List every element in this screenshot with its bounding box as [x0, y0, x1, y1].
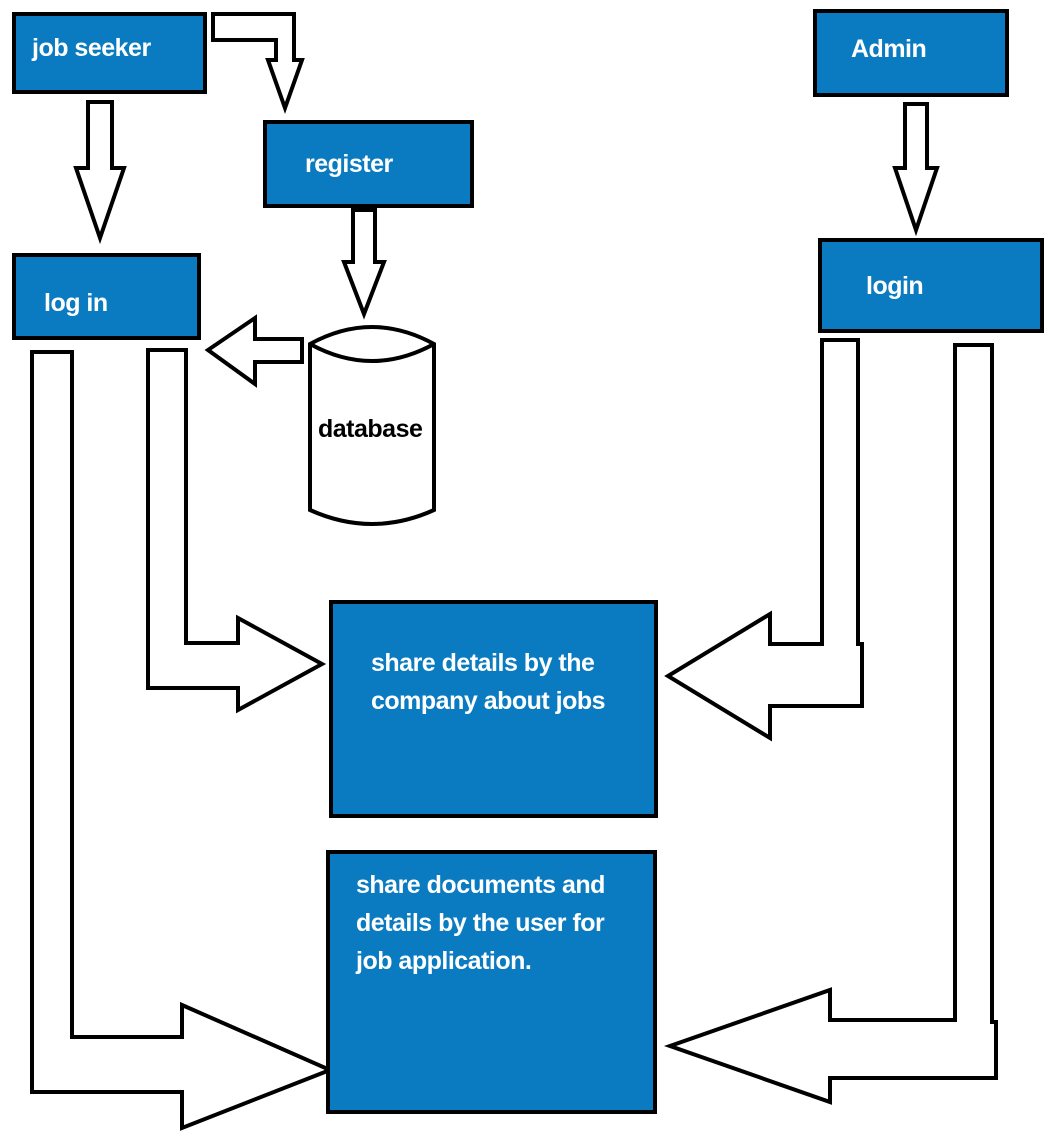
arrow-admin-to-login: [892, 102, 940, 237]
share-jobs-box: share details by the company about jobs: [329, 600, 658, 818]
arrow-jobseeker-to-register: [211, 12, 305, 114]
arrow-login-to-share-jobs: [146, 348, 327, 714]
arrow-admin-login-to-share-jobs: [664, 338, 864, 742]
register-box: register: [263, 120, 474, 208]
job-seeker-box: job seeker: [12, 12, 207, 94]
database-cylinder: [308, 325, 436, 526]
arrow-jobseeker-to-login: [73, 100, 127, 245]
admin-box: Admin: [813, 9, 1009, 97]
log-in-box: log in: [12, 253, 201, 340]
database-cylinder-rim: [309, 342, 435, 363]
arrow-database-to-login: [204, 314, 304, 388]
admin-login-label: login: [866, 272, 924, 300]
arrow-register-to-database: [341, 208, 387, 320]
share-jobs-label: share details by the company about jobs: [371, 649, 606, 715]
job-seeker-label: job seeker: [32, 34, 151, 62]
arrow-admin-login-to-share-docs: [663, 343, 998, 1105]
register-label: register: [305, 150, 393, 178]
admin-label: Admin: [851, 35, 927, 63]
database-label: database: [318, 415, 423, 443]
log-in-label: log in: [44, 289, 108, 317]
admin-login-box: login: [818, 238, 1044, 333]
share-documents-box: share documents and details by the user …: [326, 850, 657, 1114]
arrow-login-to-share-docs: [30, 350, 336, 1131]
share-documents-label: share documents and details by the user …: [356, 871, 605, 975]
